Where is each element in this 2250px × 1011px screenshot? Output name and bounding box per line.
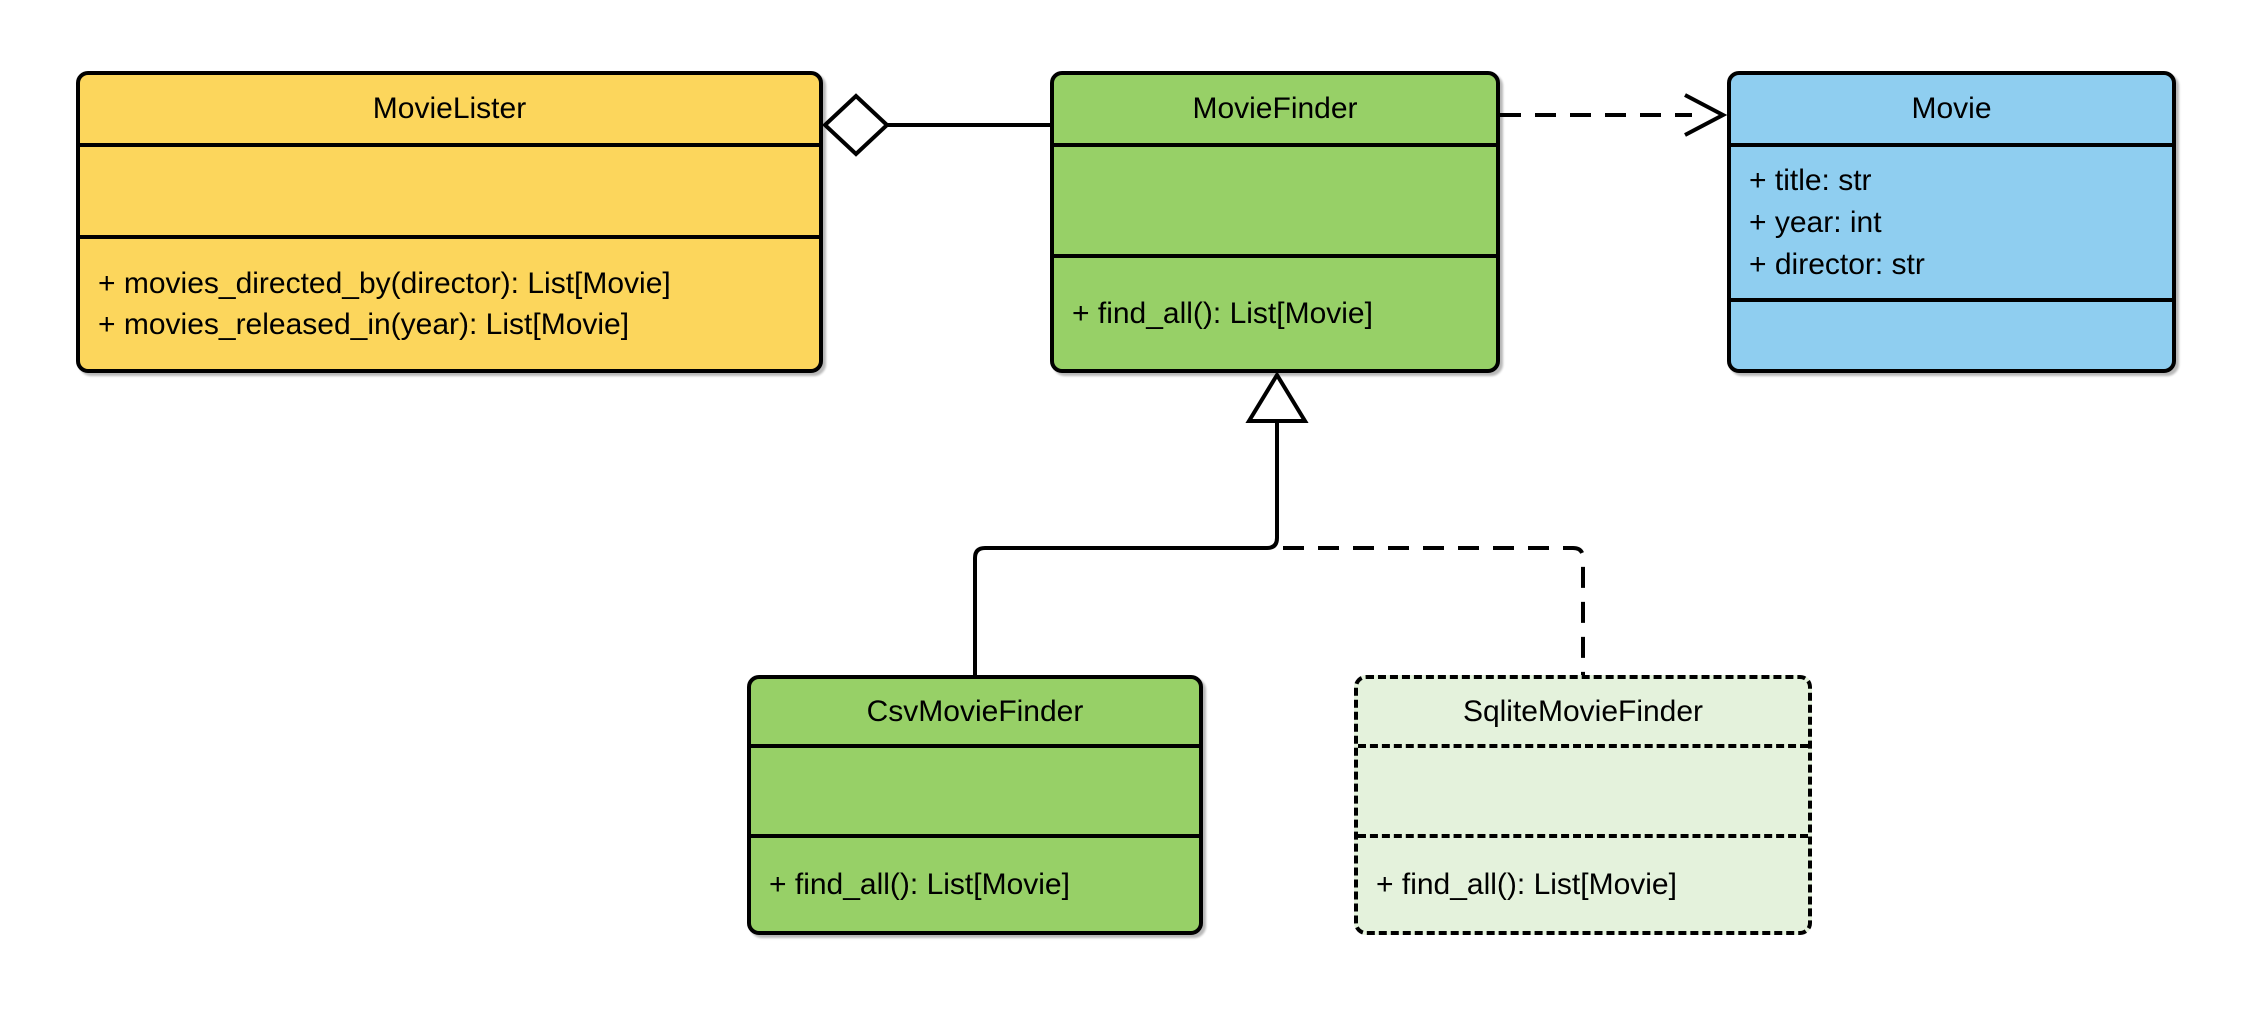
attribute-label: + director: str [1749, 247, 1925, 281]
inheritance-triangle-icon [1245, 371, 1309, 423]
class-methods-empty [1731, 298, 2172, 369]
class-attributes-empty [1054, 143, 1496, 254]
class-box-movie: Movie + title: str + year: int + directo… [1727, 71, 2176, 373]
class-attributes: + title: str + year: int + director: str [1731, 143, 2172, 298]
class-attributes-empty [751, 744, 1199, 834]
method-label: + movies_released_in(year): List[Movie] [98, 308, 630, 341]
class-title: MovieFinder [1192, 92, 1358, 125]
class-methods: + movies_directed_by(director): List[Mov… [80, 235, 819, 369]
class-title: MovieLister [372, 92, 527, 125]
attribute-label: + title: str [1749, 163, 1872, 197]
attribute-label: + year: int [1749, 205, 1882, 239]
method-label: + find_all(): List[Movie] [769, 868, 1070, 901]
class-title: SqliteMovieFinder [1462, 694, 1704, 728]
aggregation-diamond-icon [822, 93, 890, 157]
class-title: Movie [1911, 92, 1992, 125]
method-label: + find_all(): List[Movie] [1376, 868, 1677, 901]
class-box-movielister: MovieLister + movies_directed_by(directo… [76, 71, 823, 373]
dependency-arrowhead-icon [1684, 93, 1728, 137]
class-title: CsvMovieFinder [866, 694, 1084, 728]
class-box-moviefinder: MovieFinder + find_all(): List[Movie] [1050, 71, 1500, 373]
class-methods: + find_all(): List[Movie] [1054, 254, 1496, 369]
class-methods: + find_all(): List[Movie] [751, 834, 1199, 931]
method-label: + find_all(): List[Movie] [1072, 297, 1373, 330]
class-box-sqlitemoviefinder: SqliteMovieFinder + find_all(): List[Mov… [1354, 675, 1812, 935]
inheritance-line-solid [973, 421, 1279, 675]
method-label: + movies_directed_by(director): List[Mov… [98, 267, 671, 300]
class-box-csvmoviefinder: CsvMovieFinder + find_all(): List[Movie] [747, 675, 1203, 935]
class-attributes-empty [80, 143, 819, 235]
class-methods: + find_all(): List[Movie] [1358, 834, 1808, 931]
inheritance-line-dashed [1283, 546, 1585, 675]
class-attributes-empty [1358, 744, 1808, 834]
